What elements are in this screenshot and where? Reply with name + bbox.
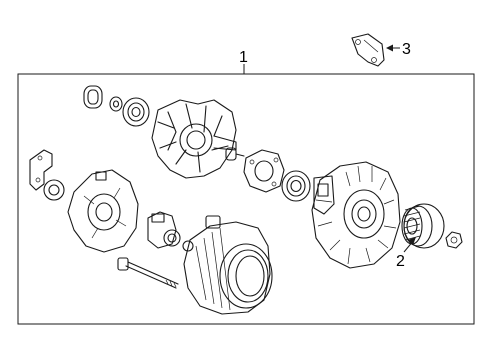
callout-1-label: 1: [239, 49, 248, 66]
pulley-part-2[interactable]: [401, 203, 445, 249]
callout-2-label: 2: [396, 253, 405, 270]
bearing-retainer-plate: [243, 149, 285, 193]
through-bolt: [117, 257, 179, 289]
brush-holder-bearing: [43, 179, 65, 201]
oval-seal: [83, 85, 103, 109]
stator-body: [183, 215, 273, 315]
pulley-nut: [445, 231, 463, 249]
rear-housing: [67, 169, 139, 253]
front-bearing: [281, 170, 311, 202]
brush-holder-bracket: [29, 149, 53, 191]
rear-bearing: [122, 97, 150, 127]
callout-3-label: 3: [402, 41, 411, 58]
drive-end-frame: [311, 161, 401, 269]
rotor-assembly: [151, 99, 245, 179]
voltage-regulator: [147, 211, 181, 249]
callout-3-arrow: [386, 44, 400, 52]
callout-2-arrow: [403, 237, 416, 253]
small-bushing: [182, 240, 194, 252]
bracket-part-3[interactable]: [351, 33, 385, 67]
assembly-border: [17, 73, 475, 325]
small-washer: [109, 96, 123, 112]
